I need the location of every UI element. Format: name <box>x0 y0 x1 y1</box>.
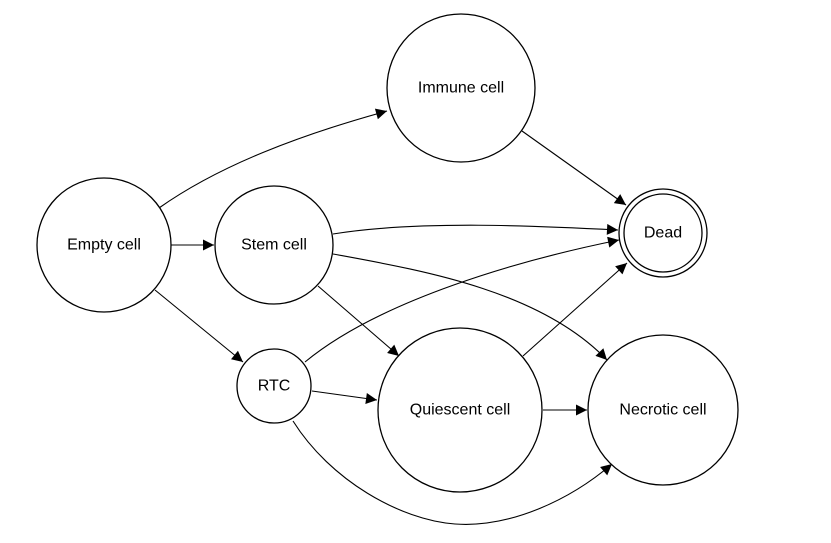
node-rtc: RTC <box>236 348 312 424</box>
node-label: Quiescent cell <box>410 402 511 419</box>
node-circle <box>377 327 543 493</box>
node-circle <box>36 177 172 313</box>
node-empty-cell: Empty cell <box>36 177 172 313</box>
node-label: Dead <box>644 225 682 242</box>
edge-stem-to-quiescent <box>317 285 400 357</box>
edge-quiescent-to-dead <box>522 262 628 357</box>
edge-rtc-to-necrotic <box>292 420 613 525</box>
node-label: Necrotic cell <box>619 402 706 419</box>
edge-immune-to-dead <box>521 130 627 206</box>
edge-rtc-to-quiescent <box>311 390 378 404</box>
edge-stem-to-dead <box>332 223 619 235</box>
node-circle <box>386 13 536 163</box>
edge-rtc-to-dead <box>304 236 620 363</box>
node-immune-cell: Immune cell <box>386 13 536 163</box>
node-label: Stem cell <box>241 237 307 254</box>
node-label: RTC <box>258 378 291 395</box>
edge-empty-to-immune <box>158 108 388 209</box>
node-label: Immune cell <box>418 80 504 97</box>
node-label: Empty cell <box>67 237 141 254</box>
node-stem-cell: Stem cell <box>214 185 334 305</box>
node-dead: Dead <box>618 188 708 278</box>
node-circle <box>236 348 312 424</box>
node-quiescent-cell: Quiescent cell <box>377 327 543 493</box>
node-circle <box>214 185 334 305</box>
edges <box>154 108 628 525</box>
node-necrotic-cell: Necrotic cell <box>587 334 739 486</box>
edge-empty-to-rtc <box>154 289 244 363</box>
node-circle <box>587 334 739 486</box>
edge-stem-to-necrotic <box>332 253 608 361</box>
node-circle-inner <box>623 193 703 273</box>
